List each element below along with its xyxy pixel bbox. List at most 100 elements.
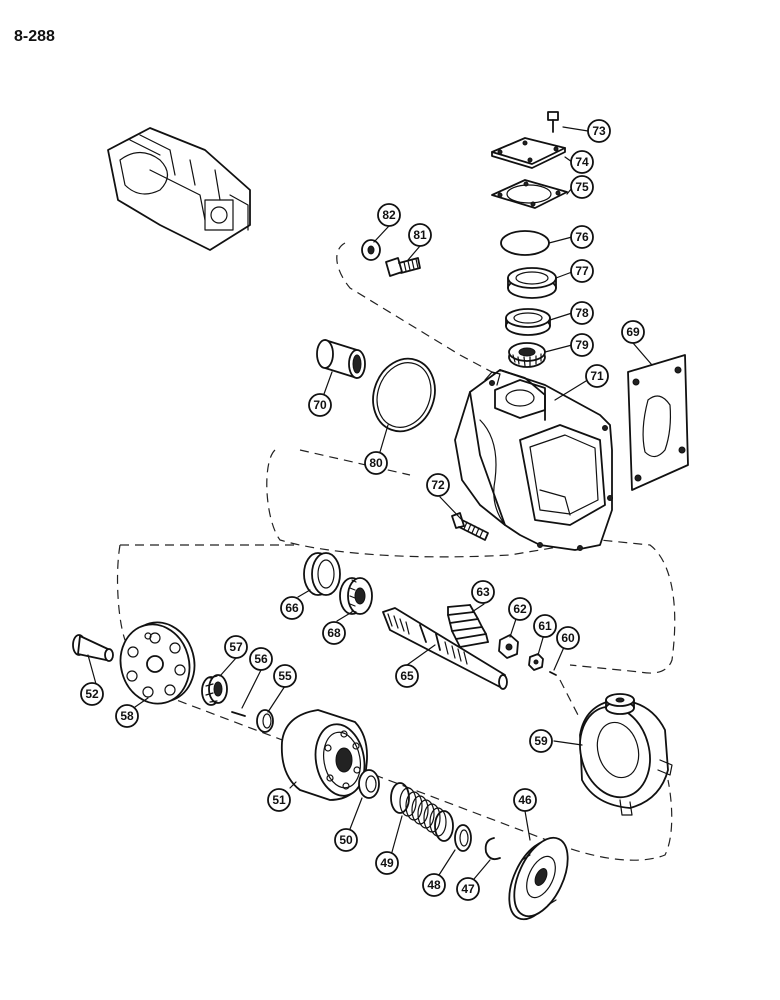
part-55-retainer-ring <box>256 709 274 733</box>
callout-56: 56 <box>249 647 273 671</box>
callout-47-label: 47 <box>461 882 475 896</box>
callout-61-label: 61 <box>538 619 552 633</box>
callout-69-label: 69 <box>626 325 640 339</box>
callout-63: 63 <box>471 580 495 604</box>
callout-48-label: 48 <box>427 878 441 892</box>
callout-76-label: 76 <box>575 230 589 244</box>
callout-62-label: 62 <box>513 602 527 616</box>
part-52-pin <box>72 634 114 662</box>
part-56-key <box>231 711 246 717</box>
callout-80: 80 <box>364 451 388 475</box>
callout-74: 74 <box>570 150 594 174</box>
part-60-pin <box>549 671 557 676</box>
callout-50: 50 <box>334 828 358 852</box>
part-48-washer <box>454 824 472 852</box>
callout-59-label: 59 <box>534 734 548 748</box>
callout-49-label: 49 <box>380 856 394 870</box>
callout-73-label: 73 <box>592 124 606 138</box>
part-62-nut <box>498 634 519 659</box>
callout-68-label: 68 <box>327 626 341 640</box>
callout-81-label: 81 <box>413 228 427 242</box>
callout-61: 61 <box>533 614 557 638</box>
callout-68: 68 <box>322 621 346 645</box>
callout-59: 59 <box>529 729 553 753</box>
part-59-swashplate-cover <box>579 693 673 816</box>
callout-82-label: 82 <box>382 208 396 222</box>
callout-47: 47 <box>456 877 480 901</box>
callout-81: 81 <box>408 223 432 247</box>
callout-58: 58 <box>115 704 139 728</box>
part-57-spline-bushing <box>201 674 228 706</box>
part-58-port-plate <box>119 621 196 705</box>
callout-73: 73 <box>587 119 611 143</box>
callout-46-label: 46 <box>518 793 532 807</box>
part-70-bushing <box>316 339 366 379</box>
part-66-bearing-cup <box>303 552 341 596</box>
callout-69: 69 <box>621 320 645 344</box>
callout-75: 75 <box>570 175 594 199</box>
callout-57: 57 <box>224 635 248 659</box>
callout-71: 71 <box>585 364 609 388</box>
callout-72: 72 <box>426 473 450 497</box>
callout-66-label: 66 <box>285 601 299 615</box>
part-51-cylinder-block <box>280 709 368 801</box>
callout-51-label: 51 <box>272 793 286 807</box>
callout-75-label: 75 <box>575 180 589 194</box>
callout-48: 48 <box>422 873 446 897</box>
callout-60: 60 <box>556 626 580 650</box>
part-68-roller-bearing <box>339 577 373 615</box>
part-49-spring <box>390 782 454 842</box>
callout-63-label: 63 <box>476 585 490 599</box>
callout-72-label: 72 <box>431 478 445 492</box>
callout-55: 55 <box>273 664 297 688</box>
part-71-pump-housing <box>454 369 613 551</box>
callout-80-label: 80 <box>369 456 383 470</box>
part-82-washer <box>361 239 381 261</box>
part-81-bolt <box>385 257 421 277</box>
callout-79: 79 <box>570 333 594 357</box>
callout-71-label: 71 <box>590 369 604 383</box>
callout-65-label: 65 <box>400 669 414 683</box>
assembly-group-outlines <box>116 242 676 861</box>
callout-60-label: 60 <box>561 631 575 645</box>
part-78-bearing-cone <box>505 308 551 336</box>
part-69-gasket <box>627 354 689 491</box>
callout-65: 65 <box>395 664 419 688</box>
part-77-bearing-cup <box>507 267 557 299</box>
callout-77-label: 77 <box>575 264 589 278</box>
leader-lines <box>87 126 653 880</box>
part-61-nut <box>528 653 544 671</box>
part-75-gasket <box>491 179 568 209</box>
callout-46: 46 <box>513 788 537 812</box>
part-47-snap-ring <box>484 837 501 861</box>
part-73-bolt <box>547 111 559 133</box>
callout-82: 82 <box>377 203 401 227</box>
callout-77: 77 <box>570 259 594 283</box>
part-79-roller-bearing <box>508 342 546 368</box>
callout-62: 62 <box>508 597 532 621</box>
part-46-seal-plate <box>508 836 569 921</box>
callout-52-label: 52 <box>85 687 99 701</box>
callout-78: 78 <box>570 301 594 325</box>
callout-50-label: 50 <box>339 833 353 847</box>
part-80-o-ring <box>372 357 436 433</box>
part-63-spring <box>447 604 489 648</box>
callout-51: 51 <box>267 788 291 812</box>
pump-assembly-thumbnail <box>107 127 251 251</box>
callout-58-label: 58 <box>120 709 134 723</box>
callout-57-label: 57 <box>229 640 243 654</box>
callout-52: 52 <box>80 682 104 706</box>
callout-70: 70 <box>308 393 332 417</box>
callout-66: 66 <box>280 596 304 620</box>
callout-74-label: 74 <box>575 155 589 169</box>
callout-76: 76 <box>570 225 594 249</box>
page-number: 8-288 <box>14 28 55 45</box>
callout-56-label: 56 <box>254 652 268 666</box>
callout-79-label: 79 <box>575 338 589 352</box>
part-72-screw <box>451 512 489 541</box>
callout-70-label: 70 <box>313 398 327 412</box>
callout-78-label: 78 <box>575 306 589 320</box>
callout-49: 49 <box>375 851 399 875</box>
